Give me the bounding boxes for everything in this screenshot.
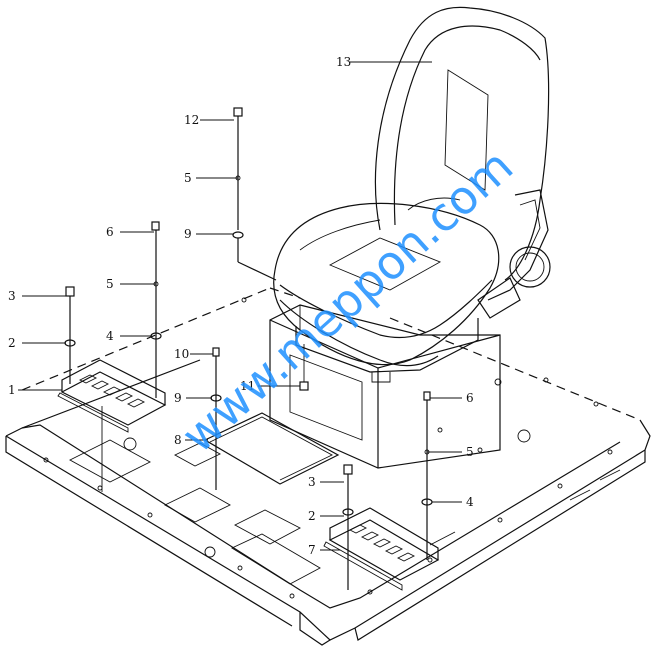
callout-10: 10 xyxy=(174,347,189,361)
callout-3-left: 3 xyxy=(8,289,16,303)
seat-riser-box xyxy=(269,304,502,469)
hardware-stack-right xyxy=(421,391,433,560)
floor-plate xyxy=(5,287,651,646)
callout-6-right: 6 xyxy=(466,391,474,405)
callout-12: 12 xyxy=(184,113,199,127)
callout-4-left: 4 xyxy=(106,329,114,343)
callout-1: 1 xyxy=(8,383,16,397)
seat xyxy=(273,6,551,383)
left-slide-rail xyxy=(57,359,167,433)
cover-plate xyxy=(203,412,340,485)
callout-2-mid: 2 xyxy=(308,509,316,523)
plate-holes xyxy=(43,297,613,599)
hardware-stack-center xyxy=(232,107,277,281)
callout-2-left: 2 xyxy=(8,336,16,350)
callout-13: 13 xyxy=(336,55,351,69)
callout-5-left: 5 xyxy=(106,277,114,291)
hardware-stack-left xyxy=(150,221,162,398)
callout-5-right: 5 xyxy=(466,445,474,459)
callout-4-right: 4 xyxy=(466,495,474,509)
callout-6-left: 6 xyxy=(106,225,114,239)
callout-9-mid: 9 xyxy=(174,391,182,405)
hardware-stack-far-left xyxy=(64,286,103,492)
callout-5-top: 5 xyxy=(184,171,192,185)
right-slide-rail xyxy=(323,507,440,591)
hardware-stack-middle xyxy=(342,464,354,590)
callout-3-mid: 3 xyxy=(308,475,316,489)
callout-labels: 13 12 5 9 6 5 4 3 2 1 10 9 8 11 6 5 4 3 … xyxy=(8,55,474,557)
callout-8: 8 xyxy=(174,433,182,447)
callout-11: 11 xyxy=(240,379,255,393)
callout-7: 7 xyxy=(308,543,316,557)
leader-lines xyxy=(18,61,462,551)
callout-9-top: 9 xyxy=(184,227,192,241)
